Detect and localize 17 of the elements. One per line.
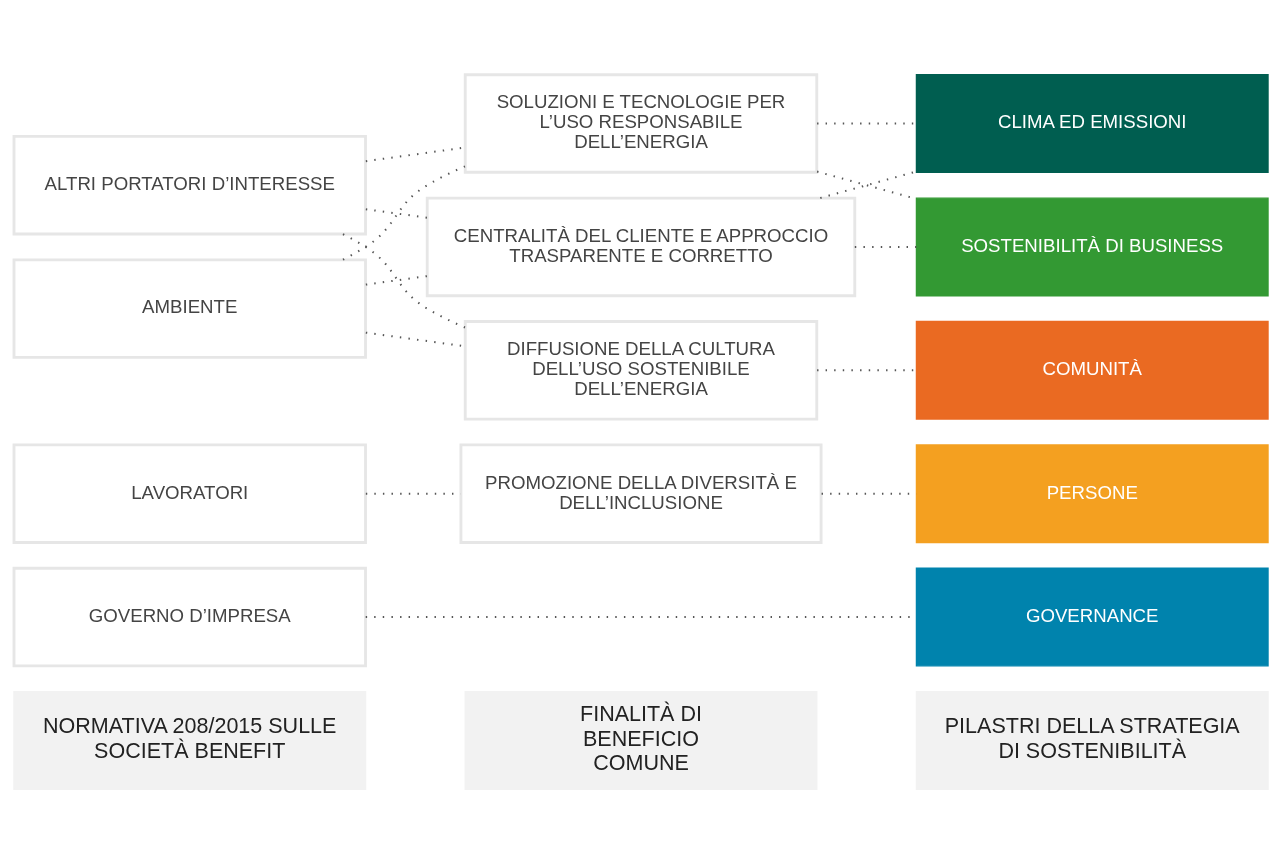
node-box: GOVERNANCE [915,567,1269,667]
node-box: ALTRI PORTATORI D’INTERESSE [12,135,367,236]
node-box: PROMOZIONE DELLA DIVERSITÀ E DELL’INCLUSIONE [459,443,823,544]
node-box: PERSONE [915,444,1269,544]
connector [342,165,466,261]
node-box: SOSTENIBILITÀ DI BUSINESS [915,197,1269,297]
node-box: GOVERNO D’IMPRESA [12,566,367,668]
node-box: CENTRALITÀ DEL CLIENTE E APPROCCIO TRASPARENTE E CORRETTO [425,196,857,298]
node-box: LAVORATORI [12,443,367,544]
connector [365,208,428,219]
node-box: COMUNITÀ [915,320,1269,420]
node-box: SOLUZIONI E TECNOLOGIE PER L’USO RESPONSABILE DELL’ENERGIA [463,73,819,174]
connector [365,275,428,286]
node-box: AMBIENTE [12,258,367,359]
connector [342,233,466,329]
node-box: DIFFUSIONE DELLA CULTURA DELL’USO SOSTENIBILE DELL’ENERGIA [463,320,819,421]
node-box: CLIMA ED EMISSIONI [915,74,1269,173]
